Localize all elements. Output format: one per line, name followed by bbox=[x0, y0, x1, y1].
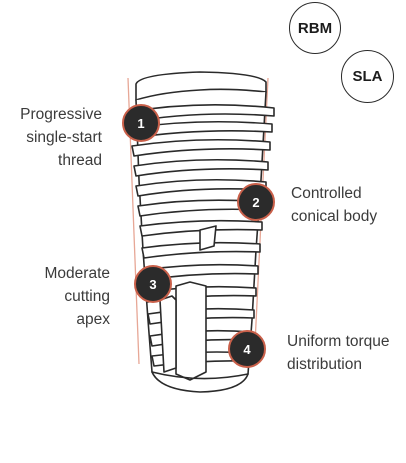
feature-label-conical-body: Controlled conical body bbox=[291, 185, 378, 225]
marker-number: 3 bbox=[149, 276, 157, 292]
feature-marker-3: 3 bbox=[134, 265, 172, 303]
feature-label-torque: Uniform torque distribution bbox=[287, 333, 390, 373]
sla-surface-badge: SLA bbox=[341, 50, 394, 103]
feature-marker-1: 1 bbox=[122, 104, 160, 142]
cutting-flute-2 bbox=[159, 295, 177, 373]
apex-base bbox=[151, 371, 249, 380]
marker-number: 1 bbox=[137, 115, 145, 131]
flute-notch bbox=[199, 225, 217, 251]
feature-label-thread: Progressive single-start thread bbox=[20, 106, 102, 169]
marker-number: 2 bbox=[252, 194, 260, 210]
rbm-label: RBM bbox=[297, 19, 333, 37]
feature-marker-2: 2 bbox=[237, 183, 275, 221]
marker-number: 4 bbox=[243, 341, 251, 357]
feature-label-cutting-apex: Moderate cutting apex bbox=[44, 265, 110, 328]
feature-marker-4: 4 bbox=[228, 330, 266, 368]
rbm-surface-badge: RBM bbox=[289, 2, 341, 54]
sla-label: SLA bbox=[352, 68, 383, 85]
cutting-flute-1 bbox=[175, 281, 207, 381]
